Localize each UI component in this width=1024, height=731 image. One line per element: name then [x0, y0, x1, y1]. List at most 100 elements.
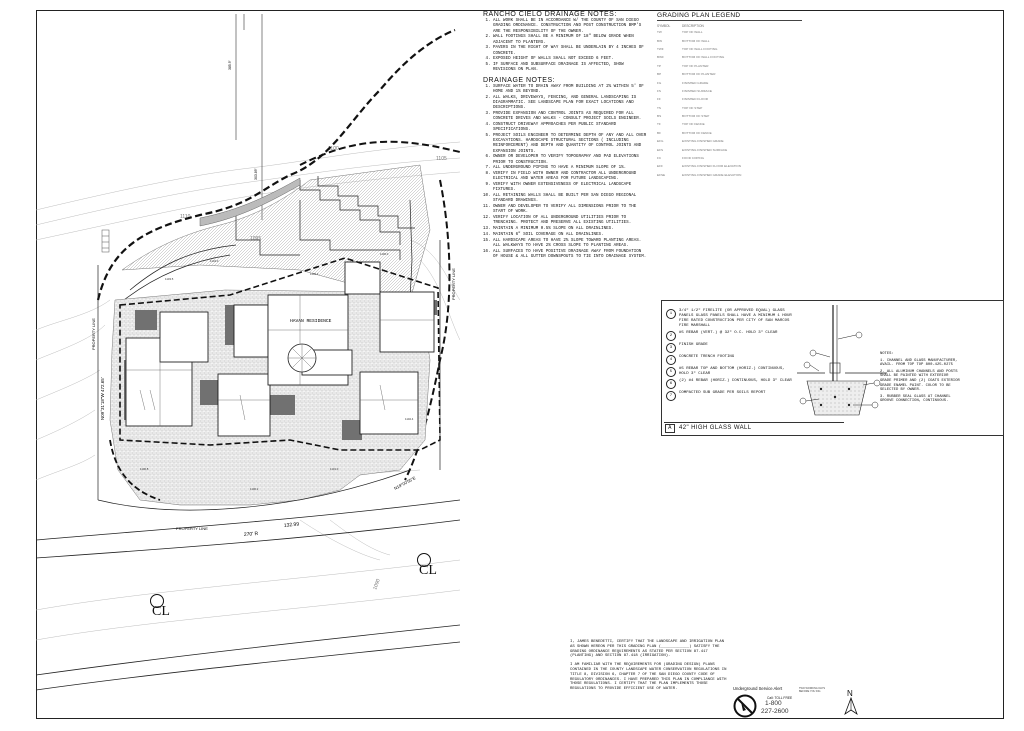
legend-description: TOP OF STEP: [682, 105, 703, 110]
north-property-lines: [235, 14, 263, 220]
detail-note: 2. ALL ALUMINUM CHANNELS AND POSTS SHALL…: [880, 369, 960, 393]
legend-description: TOP OF FENCE: [682, 122, 705, 127]
detail-tag: A: [665, 423, 675, 433]
dig-alert-call: Call: TOLL FREE: [767, 696, 793, 700]
callout-text: #5 REBAR (VERT.) @ 32" O.C. HOLD 3" CLEA…: [679, 331, 778, 335]
cert-paragraph: I, JAMES BENEDETTI, CERTIFY THAT THE LAN…: [570, 640, 725, 659]
dim-label: 303.89': [254, 168, 258, 180]
contour-label: 1100: [328, 146, 339, 152]
callout-number: 7: [666, 391, 676, 401]
drainage-note: VERIFY LOCATION OF ALL UNDERGROUND UTILI…: [493, 216, 648, 226]
retaining-walls: [123, 176, 415, 301]
svg-text:1101.0: 1101.0: [330, 467, 339, 471]
legend-title: GRADING PLAN LEGEND: [657, 12, 802, 21]
legend-row: TF TOP OF FENCE: [657, 120, 802, 128]
drainage-note: MAINTAIN 6" SOIL COVERAGE ON ALL DRAINLI…: [493, 233, 648, 238]
slope-strip: [199, 177, 301, 227]
callout-number: 3: [666, 343, 676, 353]
legend-description: TOP OF WALL FOOTING: [682, 46, 718, 51]
legend-description: BOTTOM OF STEP: [682, 114, 710, 119]
svg-text:1104.0: 1104.0: [210, 259, 219, 263]
house-footprint: [125, 261, 435, 437]
legend-symbol: BS: [657, 114, 662, 119]
legend-description: EXISTING FINISHED FLOOR ELEVATION: [682, 164, 742, 169]
legend-symbol-header: SYMBOL: [657, 24, 671, 28]
legend-description: BOTTOM OF FENCE: [682, 130, 712, 135]
street-curbs: [35, 499, 460, 691]
glass-wall-section: [797, 305, 887, 416]
drainage-note: VERIFY WITH OWNER EXTENSIVENESS OF ELECT…: [493, 183, 648, 193]
cert-paragraph: I AM FAMILIAR WITH THE REQUIREMENTS FOR …: [570, 663, 727, 692]
contour-label: 1105: [436, 156, 447, 162]
svg-text:1105.2: 1105.2: [310, 272, 319, 276]
house-interior-lines: [126, 295, 434, 426]
drainage-note: OWNER AND DEVELOPER TO VERIFY ALL DIMENS…: [493, 205, 648, 215]
svg-text:N: N: [847, 689, 853, 698]
equipment-pad: [101, 229, 110, 253]
drainage-note: VERIFY IN FIELD WITH OWNER AND CONTRACTO…: [493, 172, 648, 182]
drainage-note: ALL SURFACES TO HAVE POSITIVE DRAINAGE A…: [493, 250, 648, 260]
drainage-note: MAINTAIN A MINIMUM 0.5% SLOPE ON ALL DRA…: [493, 227, 648, 232]
topo-contours: [35, 141, 460, 641]
legend-symbol: FC: [657, 156, 662, 161]
callout-number: 2: [666, 331, 676, 341]
callout-text: 3/4" 1/2" FIRELITE (OR APPROVED EQUAL) G…: [679, 309, 792, 328]
legend-symbol: EFSE: [657, 172, 666, 177]
callout-number: 4: [666, 355, 676, 365]
legend-description: FINISHED FLOOR: [682, 97, 708, 102]
detail-note: 3. RUBBER SEAL GLASS AT CHANNEL GROOVE C…: [880, 394, 951, 404]
svg-text:1100.8: 1100.8: [140, 467, 149, 471]
underground-service-alert: Underground Service Alert Call: TOLL FRE…: [733, 686, 833, 720]
svg-text:1103.5: 1103.5: [165, 277, 174, 281]
svg-text:CL: CL: [152, 604, 170, 619]
centerline-symbol: CL: [417, 553, 437, 578]
dig-alert-number: 227-2600: [761, 708, 789, 715]
detail-callout: 5#5 REBAR TOP AND BOTTOM (HORIZ.) CONTIN…: [666, 367, 796, 377]
legend-row: BS BOTTOM OF STEP: [657, 112, 802, 120]
contour-label: 1110: [180, 214, 191, 220]
callout-text: #5 REBAR TOP AND BOTTOM (HORIZ.) CONTINU…: [679, 367, 785, 376]
general-note: IF SURFACE AND SUBSURFACE DRAINAGE IS AF…: [493, 63, 648, 73]
svg-text:1102.4: 1102.4: [405, 417, 414, 421]
legend-symbol: EFG: [657, 139, 664, 144]
legend-header: SYMBOL DESCRIPTION: [657, 24, 802, 28]
callout-number: 1: [666, 309, 676, 319]
detail-title: 42" HIGH GLASS WALL: [679, 425, 752, 431]
drainage-note: CONSTRUCT DRIVEWAY APPROACHES PER PUBLIC…: [493, 123, 648, 133]
legend-description: EXISTING FINISHED SURFACE: [682, 147, 728, 152]
callout-number: 5: [666, 367, 676, 377]
drainage-note: ALL HARDSCAPE AREAS TO HAVE 2% SLOPE TOW…: [493, 239, 648, 249]
detail-title-bar: A 42" HIGH GLASS WALL: [664, 422, 844, 433]
drainage-notes-list: SURFACE WATER TO DRAIN AWAY FROM BUILDIN…: [483, 85, 648, 260]
drainage-notes-title: RANCHO CIELO DRAINAGE NOTES:: [483, 11, 617, 18]
equipment-pad: [102, 235, 109, 249]
dig-alert-title: Underground Service Alert: [733, 686, 783, 691]
callout-number: 6: [666, 379, 676, 389]
legend-description: TOP OF PLANTER: [682, 63, 709, 68]
svg-text:1100.2: 1100.2: [250, 487, 259, 491]
grading-boundary-south: [109, 439, 161, 501]
general-note: PAVERS IN THE RIGHT OF WAY SHALL BE UNDE…: [493, 46, 648, 56]
legend-row: EFF EXISTING FINISHED FLOOR ELEVATION: [657, 162, 802, 170]
legend-symbol: TF: [657, 122, 661, 127]
legend-description-header: DESCRIPTION: [682, 24, 704, 28]
legend-symbol: BWF: [657, 55, 664, 60]
legend-symbol: EFF: [657, 164, 663, 169]
detail-note: NOTES:: [880, 352, 894, 356]
property-line-label: PROPERTY LINE: [91, 318, 96, 350]
legend-symbol: FG: [657, 80, 662, 85]
drainage-notes-subtitle: DRAINAGE NOTES:: [483, 76, 556, 84]
